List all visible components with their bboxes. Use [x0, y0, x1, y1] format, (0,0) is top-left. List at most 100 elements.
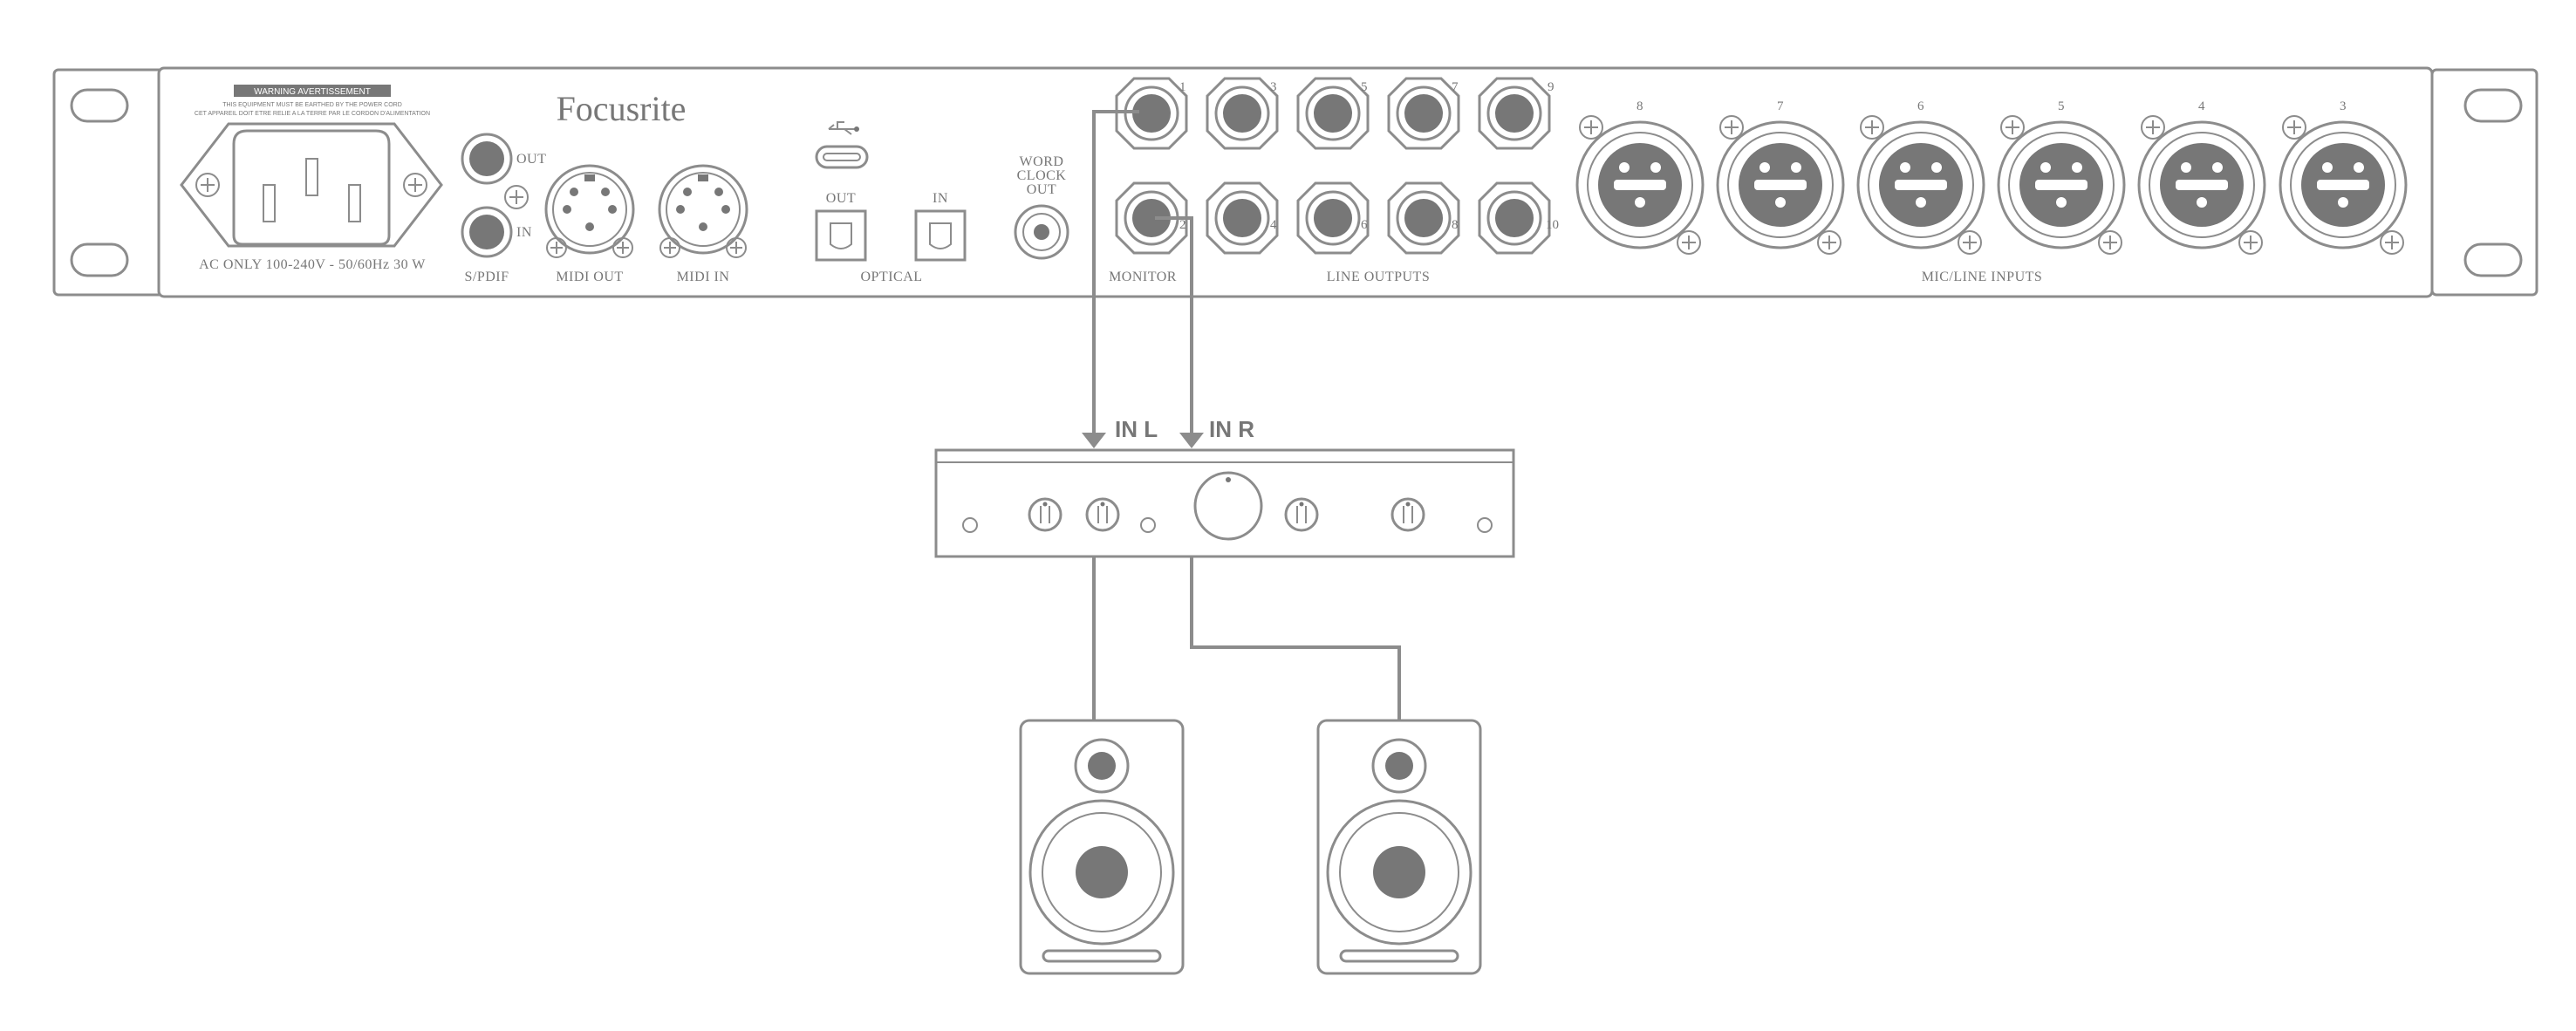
- combo-input-8[interactable]: [1575, 115, 1705, 255]
- midi-out-port[interactable]: [544, 164, 635, 255]
- mount-screw-icon: [2000, 115, 2025, 140]
- output-jacks: [1115, 77, 1551, 255]
- monitor-out-1-jack[interactable]: [1115, 77, 1188, 150]
- optical-out-label: OUT: [826, 191, 856, 206]
- monitor-out-2-jack[interactable]: [1115, 181, 1188, 255]
- mount-screw-icon: [403, 173, 427, 197]
- mount-screw-icon: [726, 237, 747, 258]
- usb-port[interactable]: [815, 145, 869, 169]
- input-number: 8: [1636, 99, 1643, 113]
- output-number: 2: [1179, 218, 1186, 232]
- spdif-out-jack[interactable]: [461, 133, 513, 185]
- line-out-6-jack[interactable]: [1296, 181, 1370, 255]
- monitor-label: MONITOR: [1109, 270, 1177, 284]
- output-number: 10: [1546, 218, 1559, 232]
- mount-screw-icon: [1860, 115, 1884, 140]
- optical-label: OPTICAL: [860, 270, 922, 284]
- spdif-label: S/PDIF: [464, 270, 509, 284]
- line-out-4-jack[interactable]: [1206, 181, 1279, 255]
- amp-indicator: [1477, 517, 1493, 533]
- amp-indicator: [1140, 517, 1156, 533]
- line-out-8-jack[interactable]: [1387, 181, 1460, 255]
- spdif-out-label: OUT: [516, 152, 546, 167]
- warning-line-1: THIS EQUIPMENT MUST BE EARTHED BY THE PO…: [222, 102, 402, 108]
- word-clock-label-1: WORD: [1020, 154, 1064, 169]
- mount-screw-icon: [612, 237, 633, 258]
- power-inlet: [180, 122, 443, 248]
- line-outputs-label: LINE OUTPUTS: [1327, 270, 1430, 284]
- amp-indicator: [962, 517, 978, 533]
- combo-input-4[interactable]: [2137, 115, 2266, 255]
- amp-knob[interactable]: [1390, 497, 1425, 532]
- in-r-label: IN R: [1209, 416, 1254, 442]
- warning-title: WARNING AVERTISSEMENT: [254, 87, 371, 97]
- input-number: 4: [2198, 99, 2205, 113]
- output-number: 1: [1179, 80, 1186, 94]
- rack-ear-right: [2430, 68, 2538, 297]
- spdif-in-jack[interactable]: [461, 206, 513, 258]
- mount-screw-icon: [1677, 230, 1701, 255]
- mount-screw-icon: [2282, 115, 2306, 140]
- amplifier-unit: [934, 448, 1515, 558]
- power-label: AC ONLY 100-240V - 50/60Hz 30 W: [199, 257, 426, 272]
- line-out-10-jack[interactable]: [1478, 181, 1551, 255]
- combo-input-6[interactable]: [1856, 115, 1985, 255]
- mic-line-inputs: [1575, 115, 2408, 255]
- line-out-5-jack[interactable]: [1296, 77, 1370, 150]
- spdif-in-label: IN: [516, 225, 532, 240]
- output-number: 9: [1548, 80, 1554, 94]
- output-number: 7: [1452, 80, 1459, 94]
- input-number: 3: [2340, 99, 2347, 113]
- cable-speaker-right: [1190, 556, 1401, 720]
- mic-line-inputs-label: MIC/LINE INPUTS: [1922, 270, 2043, 284]
- mount-screw-icon: [2238, 230, 2263, 255]
- output-number: 5: [1361, 80, 1368, 94]
- midi-in-label: MIDI IN: [677, 270, 730, 284]
- cable-monitor-left: [1082, 110, 1139, 448]
- line-out-3-jack[interactable]: [1206, 77, 1279, 150]
- output-number: 6: [1361, 218, 1368, 232]
- amp-knob[interactable]: [1284, 497, 1319, 532]
- word-clock-bnc-port[interactable]: [1014, 204, 1069, 260]
- line-out-9-jack[interactable]: [1478, 77, 1551, 150]
- mount-screw-icon: [1817, 230, 1841, 255]
- mount-screw-icon: [1719, 115, 1744, 140]
- in-l-label: IN L: [1115, 416, 1158, 442]
- mount-screw-icon: [2141, 115, 2165, 140]
- mount-screw-icon: [659, 237, 680, 258]
- rack-ear-left: [52, 68, 166, 297]
- speaker-right: [1316, 719, 1482, 975]
- amp-volume-knob[interactable]: [1193, 471, 1263, 541]
- mount-screw-icon: [2098, 230, 2122, 255]
- amp-knob[interactable]: [1028, 497, 1063, 532]
- word-clock-label-3: OUT: [1027, 182, 1056, 197]
- line-out-7-jack[interactable]: [1387, 77, 1460, 150]
- mount-screw-icon: [2380, 230, 2404, 255]
- warning-line-2: CET APPAREIL DOIT ETRE RELIE A LA TERRE …: [195, 111, 430, 117]
- input-number: 5: [2058, 99, 2065, 113]
- input-number: 7: [1777, 99, 1784, 113]
- mount-screw-icon: [546, 237, 567, 258]
- midi-out-label: MIDI OUT: [556, 270, 623, 284]
- brand-logo: Focusrite: [557, 89, 687, 128]
- optical-in-port[interactable]: [914, 209, 967, 262]
- mount-screw-icon: [504, 185, 529, 209]
- input-number: 6: [1917, 99, 1924, 113]
- usb-icon: [828, 121, 859, 135]
- optical-in-label: IN: [933, 191, 948, 206]
- midi-in-port[interactable]: [658, 164, 748, 255]
- output-number: 8: [1452, 218, 1459, 232]
- speaker-left: [1019, 719, 1185, 975]
- combo-input-5[interactable]: [1997, 115, 2126, 255]
- amp-knob[interactable]: [1085, 497, 1120, 532]
- output-number: 3: [1270, 80, 1277, 94]
- cable-monitor-right: [1155, 216, 1204, 448]
- combo-input-3[interactable]: [2279, 115, 2408, 255]
- output-number: 4: [1270, 218, 1277, 232]
- mount-screw-icon: [195, 173, 220, 197]
- optical-out-port[interactable]: [815, 209, 867, 262]
- combo-input-7[interactable]: [1716, 115, 1845, 255]
- mount-screw-icon: [1579, 115, 1603, 140]
- word-clock-label-2: CLOCK: [1017, 168, 1067, 183]
